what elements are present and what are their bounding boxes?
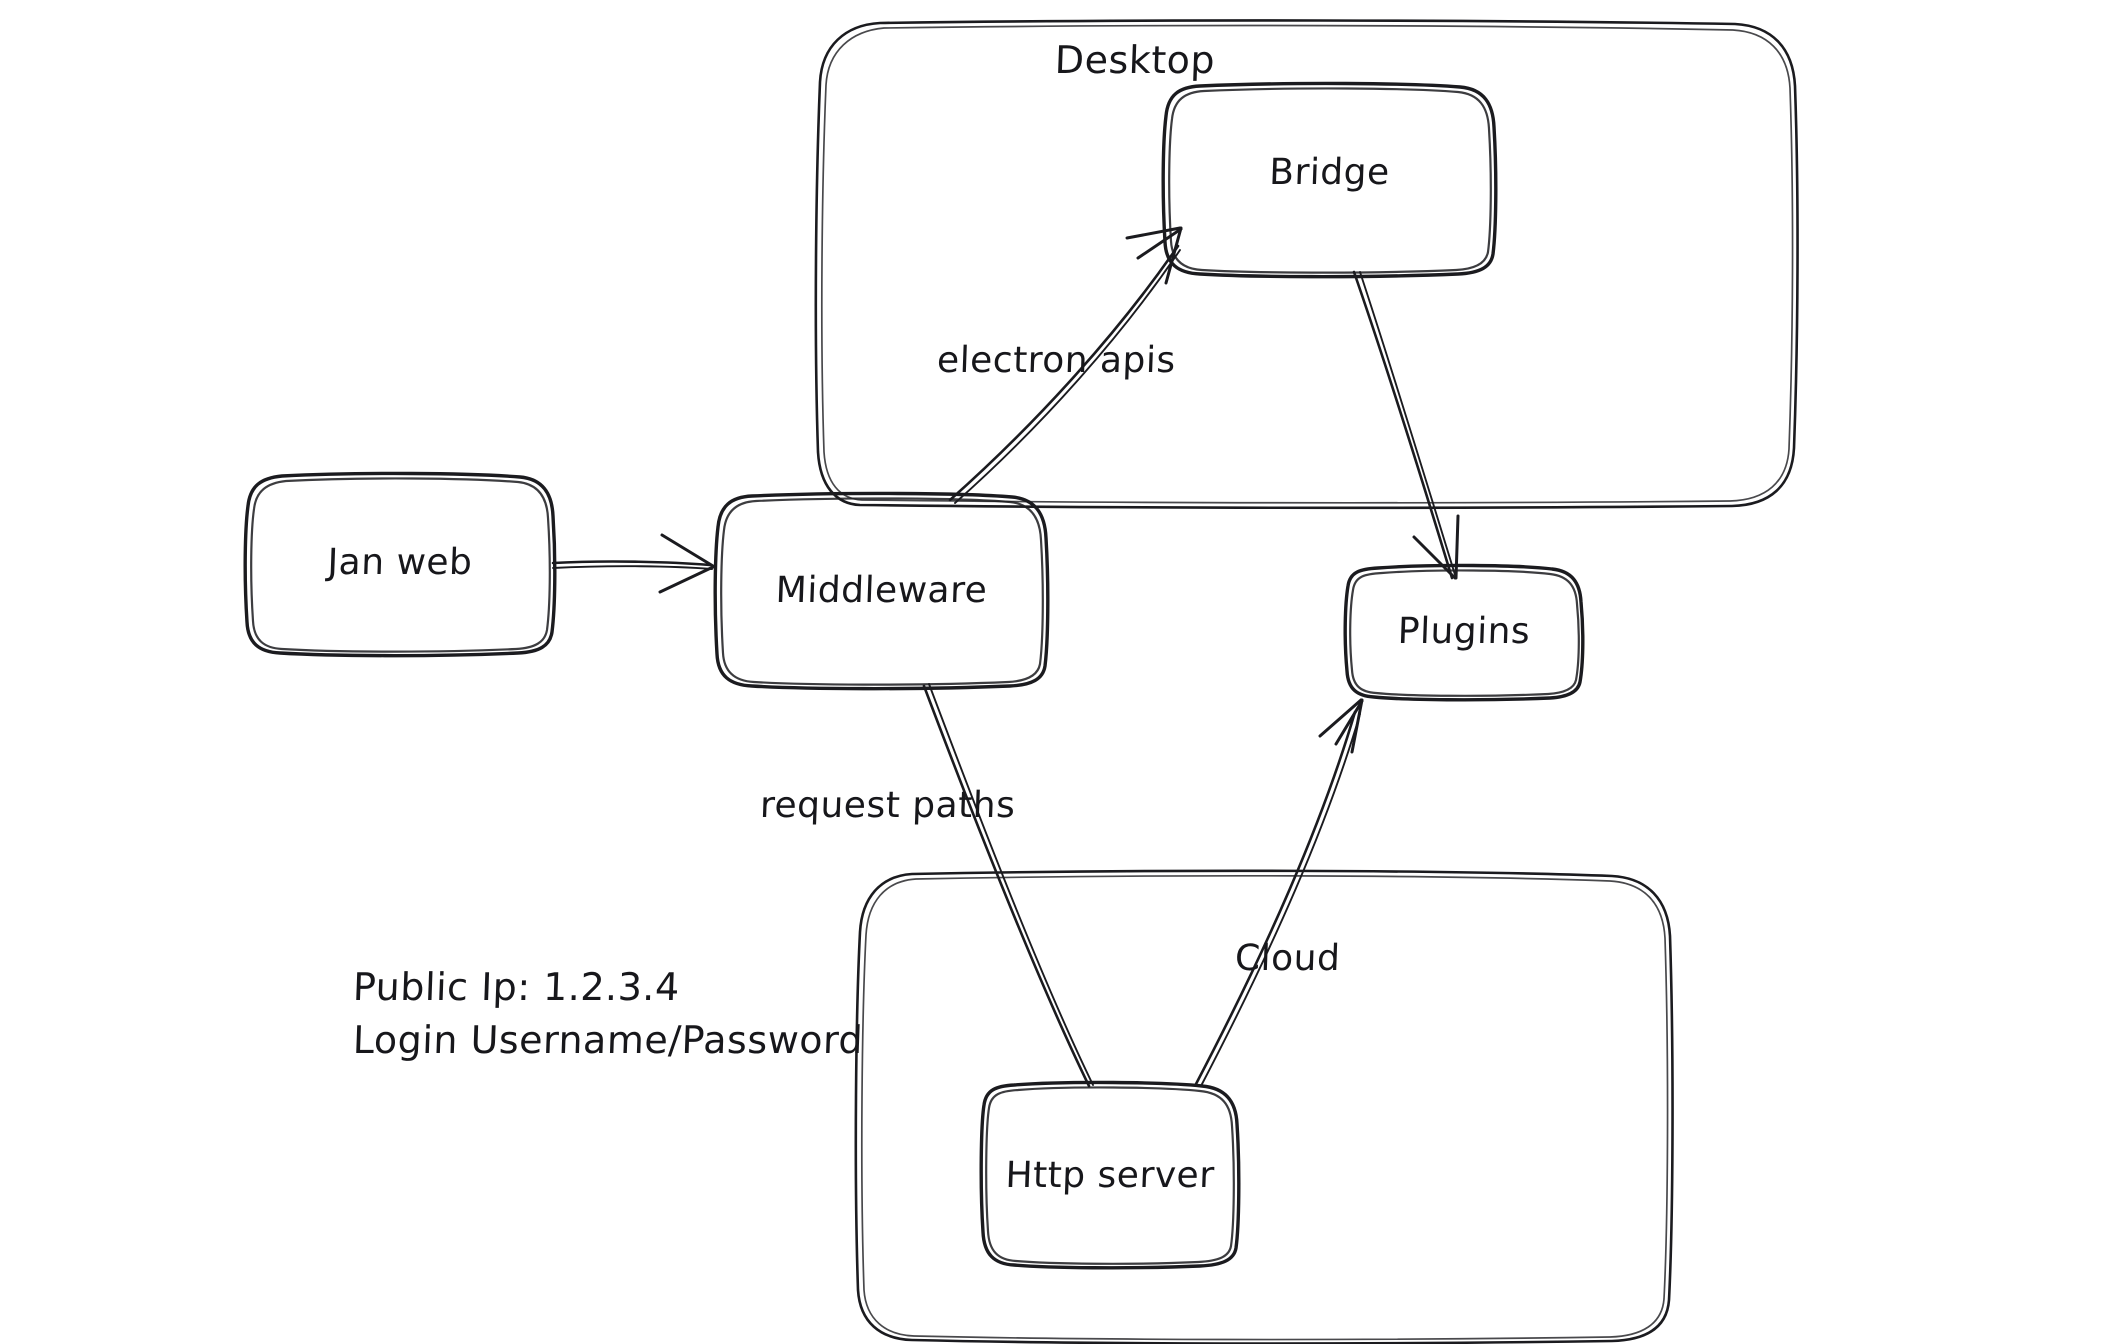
node-label-http-server: Http server [1004, 1155, 1216, 1196]
edge-middleware-httpserver [922, 683, 1094, 1088]
node-plugins-shape [1343, 563, 1585, 702]
edge-middleware-bridge [948, 226, 1183, 504]
edge-httpserver-plugins [1194, 698, 1364, 1087]
edge-label-cloud: Cloud [1234, 938, 1342, 979]
container-desktop-shape [814, 19, 1799, 510]
node-middleware-shape [713, 491, 1050, 691]
node-jan-web-shape [243, 471, 557, 658]
container-cloud-shape [854, 869, 1674, 1344]
container-label-desktop: Desktop [1054, 38, 1216, 82]
node-bridge-shape [1161, 81, 1498, 279]
node-label-jan-web: Jan web [326, 542, 474, 583]
node-label-bridge: Bridge [1268, 152, 1391, 193]
note-public-ip: Public Ip: 1.2.3.4 [352, 965, 681, 1009]
edge-label-electron-apis: electron apis [936, 340, 1177, 381]
node-label-plugins: Plugins [1397, 611, 1531, 652]
edge-janweb-middleware [551, 533, 715, 594]
node-label-middleware: Middleware [774, 570, 988, 611]
edge-label-request-paths: request paths [759, 785, 1017, 826]
note-login-credentials: Login Username/Password [352, 1018, 864, 1062]
edge-bridge-plugins [1352, 270, 1460, 580]
